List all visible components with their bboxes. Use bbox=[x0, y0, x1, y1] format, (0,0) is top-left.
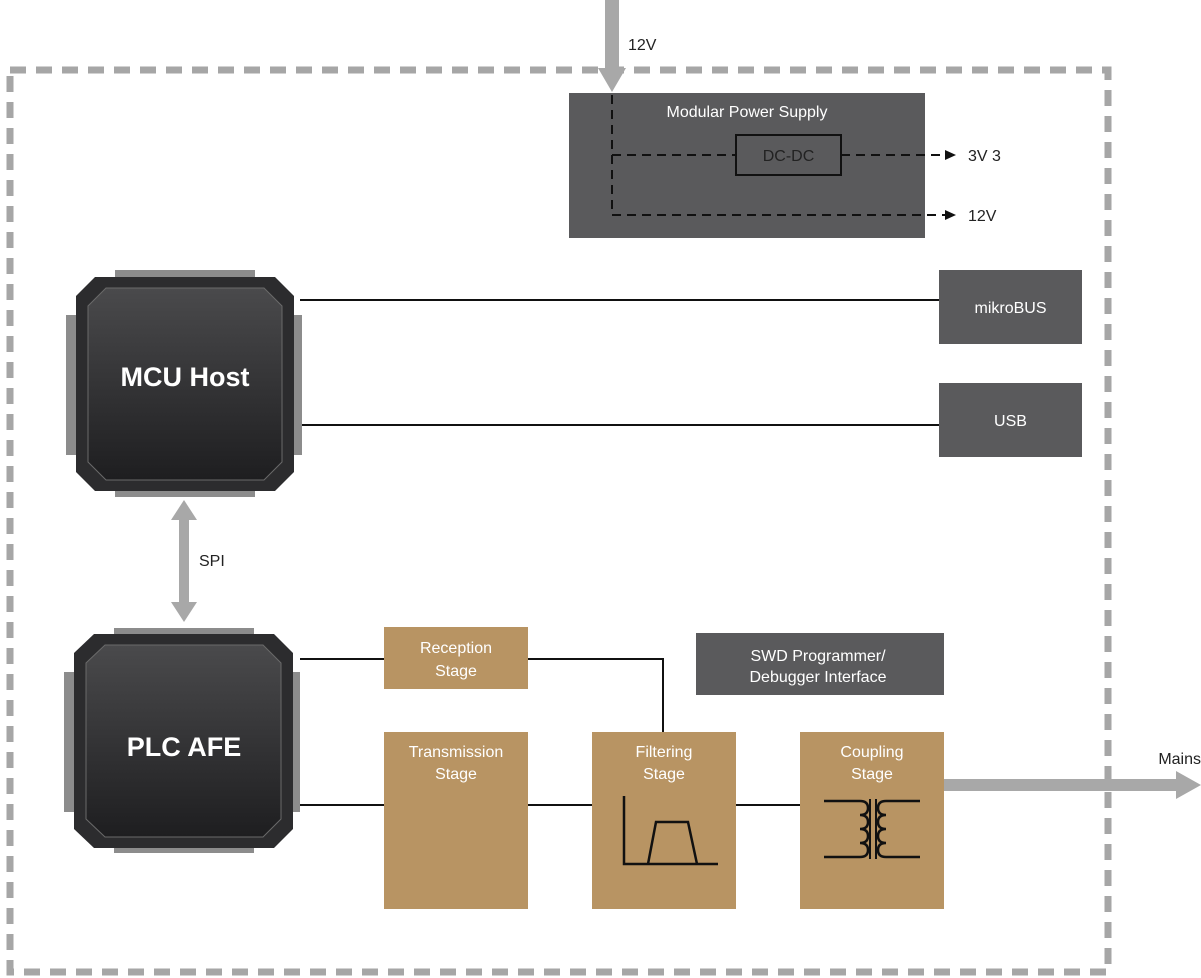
coupling-stage-label-1: Coupling bbox=[840, 744, 903, 761]
spi-arrow-icon bbox=[171, 500, 197, 622]
power-input-arrow-icon bbox=[598, 0, 626, 92]
mikrobus-label: mikroBUS bbox=[974, 300, 1046, 317]
board-border bbox=[6, 66, 1112, 976]
input-12v-label: 12V bbox=[628, 37, 657, 54]
plc-afe-label: PLC AFE bbox=[127, 732, 242, 762]
coupling-stage-label-2: Stage bbox=[851, 766, 893, 783]
swd-label-1: SWD Programmer/ bbox=[750, 648, 886, 665]
bandpass-filter-icon bbox=[622, 796, 718, 866]
plc-afe-chip: PLC AFE bbox=[64, 628, 300, 853]
mains-arrow-icon bbox=[944, 771, 1201, 799]
spi-label: SPI bbox=[199, 553, 225, 570]
reception-to-filter-path bbox=[528, 658, 664, 732]
transmission-stage-label-2: Stage bbox=[435, 766, 477, 783]
dc-dc-label: DC-DC bbox=[763, 148, 815, 165]
usb-block bbox=[939, 383, 1082, 457]
transmission-stage-block bbox=[384, 732, 528, 909]
mikrobus-block bbox=[939, 270, 1082, 344]
transformer-icon bbox=[824, 799, 920, 859]
reception-stage-block bbox=[384, 627, 528, 689]
swd-block bbox=[696, 633, 944, 695]
transmission-stage-label-1: Transmission bbox=[409, 744, 504, 761]
mcu-host-chip: MCU Host bbox=[66, 270, 302, 497]
usb-label: USB bbox=[994, 413, 1027, 430]
filtering-stage-block bbox=[592, 732, 736, 909]
output-12v-label: 12V bbox=[968, 208, 997, 225]
output-3v3-label: 3V 3 bbox=[968, 148, 1001, 165]
arrow-12v-out-icon bbox=[945, 210, 956, 220]
filtering-stage-label-2: Stage bbox=[643, 766, 685, 783]
mcu-host-label: MCU Host bbox=[121, 362, 250, 392]
power-supply-title: Modular Power Supply bbox=[667, 104, 828, 121]
reception-stage-label-1: Reception bbox=[420, 640, 492, 657]
mains-label: Mains bbox=[1158, 751, 1201, 768]
coupling-stage-block bbox=[800, 732, 944, 909]
swd-label-2: Debugger Interface bbox=[750, 669, 887, 686]
arrow-3v3-icon bbox=[945, 150, 956, 160]
filtering-stage-label-1: Filtering bbox=[636, 744, 693, 761]
power-supply-block: Modular Power Supply DC-DC bbox=[569, 93, 956, 238]
reception-stage-label-2: Stage bbox=[435, 663, 477, 680]
